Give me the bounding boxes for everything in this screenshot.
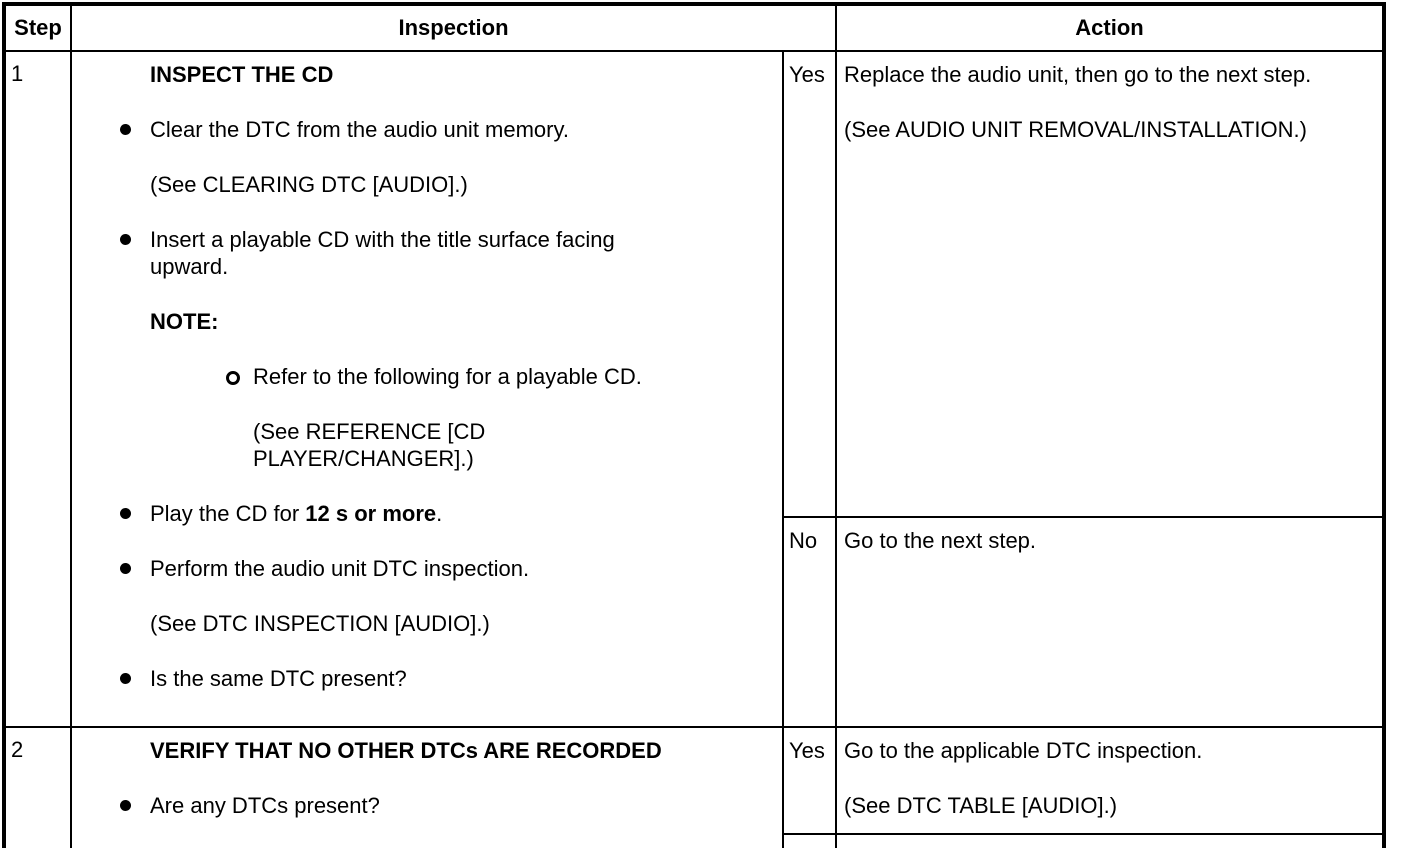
table-body: 1 INSPECT THE CD Clear the DTC from the au…	[3, 50, 1386, 848]
inspection-paragraph-text: INSPECT THE CD	[150, 62, 334, 87]
inspection-paragraph-text: (See REFERENCE [CD PLAYER/CHANGER].)	[253, 419, 486, 471]
action-paragraph: Replace the audio unit, then go to the n…	[844, 61, 1376, 88]
table-row: 2 VERIFY THAT NO OTHER DTCs ARE RECORDED A…	[3, 726, 1386, 848]
action-paragraph-text: DTC troubleshooting completed.	[844, 844, 1376, 848]
branch-label-cell: No	[781, 833, 838, 848]
bullet-icon	[120, 508, 131, 519]
column-header-inspection: Inspection	[69, 3, 838, 52]
branch-label-cell: Yes	[781, 726, 838, 835]
inspection-paragraph-text: Play the CD for 12 s or more.	[150, 501, 443, 526]
action-cell: Replace the audio unit, then go to the n…	[835, 50, 1386, 518]
table-row: 1 INSPECT THE CD Clear the DTC from the au…	[3, 50, 1386, 728]
inspection-paragraph: Clear the DTC from the audio unit memory…	[72, 116, 776, 143]
inspection-paragraph: Play the CD for 12 s or more.	[72, 500, 776, 527]
bullet-icon	[120, 673, 131, 684]
inspection-paragraph: (See DTC INSPECTION [AUDIO].)	[72, 610, 776, 637]
bullet-icon	[120, 800, 131, 811]
branch-label-cell: No	[781, 516, 838, 728]
bullet-icon	[120, 124, 131, 135]
bullet-icon	[120, 234, 131, 245]
inspection-paragraph-text: (See CLEARING DTC [AUDIO].)	[150, 172, 468, 197]
action-paragraph-text: (See AUDIO UNIT REMOVAL/INSTALLATION.)	[844, 117, 1307, 142]
action-paragraph: DTC troubleshooting completed.	[844, 844, 1376, 848]
inspection-cell: VERIFY THAT NO OTHER DTCs ARE RECORDED Ar…	[70, 726, 784, 848]
inspection-cell: INSPECT THE CD Clear the DTC from the aud…	[70, 50, 784, 728]
inspection-paragraph-text: Clear the DTC from the audio unit memory…	[150, 117, 569, 142]
inspection-paragraph-text: VERIFY THAT NO OTHER DTCs ARE RECORDED	[150, 738, 662, 763]
inspection-paragraph: Insert a playable CD with the title surf…	[72, 226, 776, 280]
action-cell: Go to the next step.	[835, 516, 1386, 728]
inspection-paragraph-text: (See DTC INSPECTION [AUDIO].)	[150, 611, 490, 636]
inspection-paragraph-text: Are any DTCs present?	[150, 793, 380, 818]
step-cell: 1	[3, 50, 72, 728]
column-header-action: Action	[835, 3, 1386, 52]
action-cell: Go to the applicable DTC inspection. (See…	[835, 726, 1386, 835]
action-paragraph: (See AUDIO UNIT REMOVAL/INSTALLATION.)	[844, 116, 1376, 143]
circle-icon	[226, 371, 240, 385]
inspection-paragraph: INSPECT THE CD	[72, 61, 776, 88]
action-paragraph: (See DTC TABLE [AUDIO].)	[844, 792, 1376, 819]
inspection-paragraph: Perform the audio unit DTC inspection.	[72, 555, 776, 582]
table-row: NoDTC troubleshooting completed.	[4, 833, 1386, 848]
bullet-icon	[120, 563, 131, 574]
inspection-paragraph: (See REFERENCE [CD PLAYER/CHANGER].)	[72, 418, 776, 472]
action-paragraph: Go to the applicable DTC inspection.	[844, 737, 1376, 764]
column-header-step: Step	[3, 3, 72, 52]
inspection-paragraph: (See CLEARING DTC [AUDIO].)	[72, 171, 776, 198]
action-paragraph-text: Go to the applicable DTC inspection.	[844, 738, 1203, 763]
inspection-paragraph-text: Is the same DTC present?	[150, 666, 407, 691]
inspection-paragraph: Is the same DTC present?	[72, 665, 776, 692]
inspection-paragraph-text: Refer to the following for a playable CD…	[253, 364, 642, 389]
branch-label-cell: Yes	[781, 50, 838, 518]
action-paragraph: Go to the next step.	[844, 527, 1376, 554]
inspection-paragraph: Are any DTCs present?	[72, 792, 776, 819]
inspection-paragraph-text: Perform the audio unit DTC inspection.	[150, 556, 530, 581]
inspection-paragraph: VERIFY THAT NO OTHER DTCs ARE RECORDED	[72, 737, 776, 764]
step-cell: 2	[3, 726, 72, 848]
inspection-paragraph: Refer to the following for a playable CD…	[72, 363, 776, 390]
action-paragraph-text: (See DTC TABLE [AUDIO].)	[844, 793, 1118, 818]
inspection-paragraph-text: Insert a playable CD with the title surf…	[150, 227, 615, 279]
action-paragraph-text: Replace the audio unit, then go to the n…	[844, 62, 1312, 87]
action-paragraph-text: Go to the next step.	[844, 528, 1037, 553]
inspection-paragraph-text: NOTE:	[150, 309, 219, 334]
action-cell: DTC troubleshooting completed.	[835, 833, 1386, 848]
inspection-paragraph: NOTE:	[72, 308, 776, 335]
header-row: Step Inspection Action	[3, 3, 1386, 52]
